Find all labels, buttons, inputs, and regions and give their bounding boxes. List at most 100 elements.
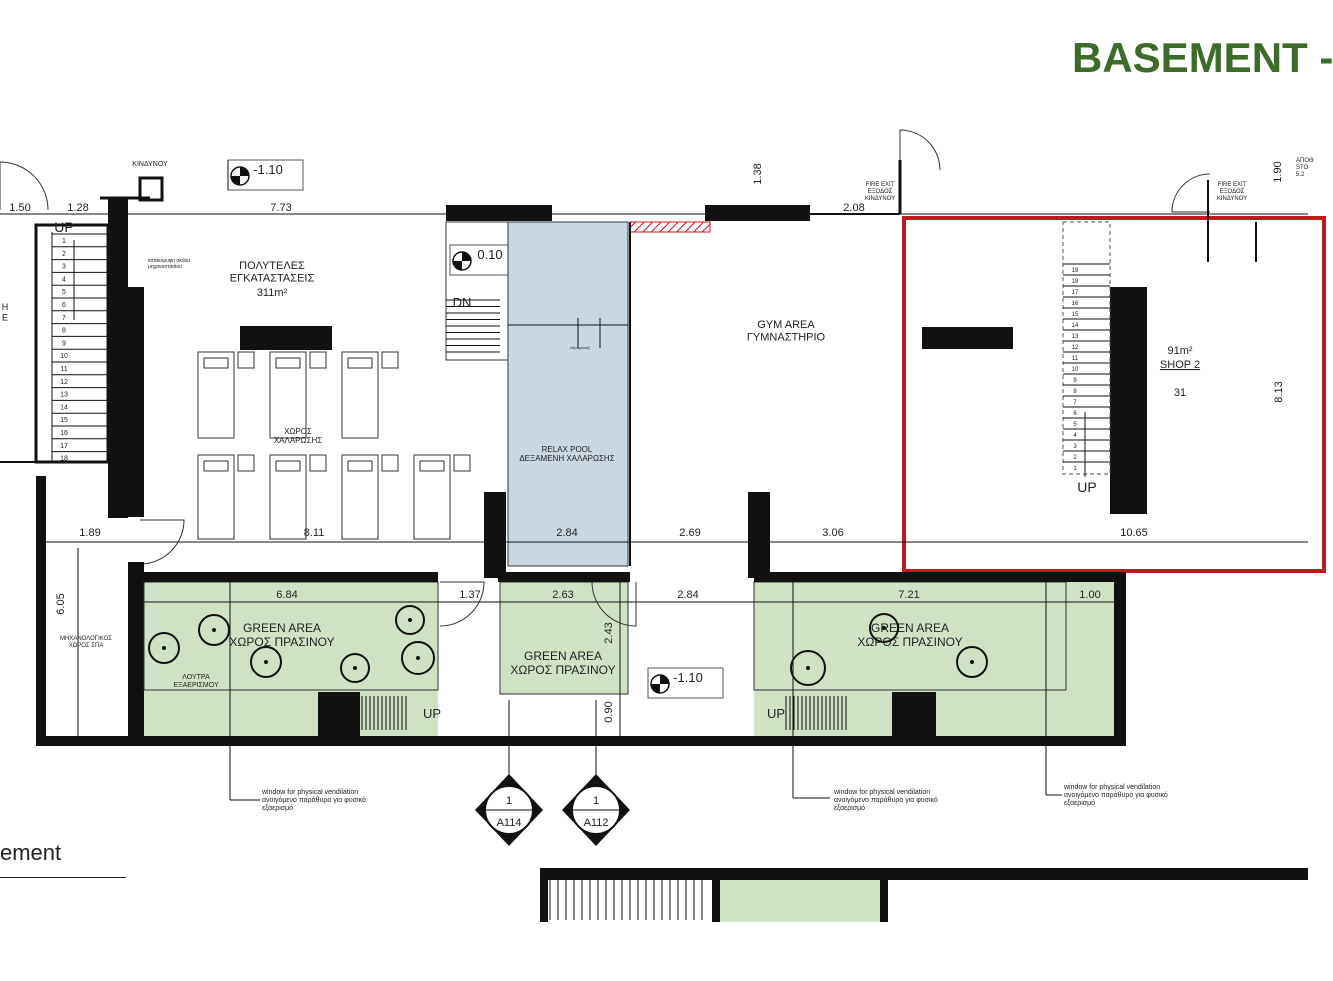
stair-up-label-left: UP [54,219,73,235]
stair-number: 13 [60,392,68,399]
tree-circle [148,632,180,664]
section-ref-1: A114 [497,817,522,829]
bottom-strip-mid [712,880,720,922]
tree-circle [869,613,899,643]
stair-number: 3 [62,264,66,271]
tree-center [212,628,216,632]
level-mark-lower-quadrants [651,675,669,693]
side-table [381,351,399,369]
pool-note: υδρομασάζ [570,345,590,350]
level-mark-stair-value: 0.10 [477,247,502,262]
room-luxury-area: 311m² [257,287,288,299]
shop2-wall [1110,287,1147,514]
caption-underline [0,877,126,878]
tree-center [416,656,420,660]
dim-vertical-1: 1.38 [752,163,764,184]
green-up-1: UP [423,706,441,721]
dim-middle-1: 1.89 [79,527,100,539]
stair-number: 9 [62,340,66,347]
tree-center [408,618,412,622]
stair-number: 13 [1072,334,1079,340]
stair-number: 1 [62,238,66,245]
green-up-3: UP [767,706,785,721]
mechanical-wall [128,562,144,746]
tree-center [264,660,268,664]
stair-number: 7 [1073,400,1077,406]
stair-number: 5 [1073,422,1077,428]
tree-circle [250,646,282,678]
stair-number: 17 [60,443,68,450]
dim-middle-5: 3.06 [822,527,843,539]
dim-top-4: 2.08 [843,202,864,214]
tree-circle [340,653,370,683]
wall-corner [138,176,164,202]
level-mark-top-quadrants [231,167,249,185]
stair-number: 6 [62,302,66,309]
wall-top-gym [705,205,810,221]
stair-number: 16 [1072,301,1079,307]
door-middle-left [139,519,185,565]
tree-circle [401,641,435,675]
shop2-name: SHOP 2 [1160,359,1200,371]
stair-number: 10 [60,353,68,360]
dim-middle-4: 2.69 [679,527,700,539]
level-mark-stair-quadrants [453,252,471,270]
door-lower-1 [439,581,485,627]
stair-number: 4 [1073,433,1077,439]
luxury-counter [240,326,332,350]
stair-number: 2 [62,251,66,258]
shop2-stair [1062,221,1111,475]
stair-number: 15 [60,417,68,424]
stair-number: 11 [1072,356,1079,362]
dim-lower-1: 6.84 [276,589,297,601]
tree-center [882,626,886,630]
door-fire-exit-1 [899,129,941,171]
side-table [309,351,327,369]
green-block-1 [318,692,360,736]
tree-center [162,646,166,650]
tree-circle [956,646,988,678]
section-number-2: 1 [593,795,599,807]
dim-lower-6: 1.00 [1079,589,1100,601]
green-top-wall-2 [498,572,630,582]
stair-number: 8 [62,328,66,335]
green-top-wall-1 [144,572,438,582]
shop2-number: 31 [1174,387,1186,399]
stair-number: 14 [60,404,68,411]
dim-lower-3: 2.63 [552,589,573,601]
stair-number: 16 [60,430,68,437]
door-lower-2 [591,581,637,627]
door-fire-exit-2 [1171,173,1211,213]
level-mark-top-value: -1.10 [253,162,283,177]
stair-number: 5 [62,289,66,296]
section-ref-2: A112 [584,817,609,829]
lounger-pillow [203,460,229,472]
dim-lower-4: 2.84 [677,589,698,601]
side-table [237,454,255,472]
side-table [237,351,255,369]
stair-number: 6 [1073,411,1077,417]
level-mark-lower-value: -1.10 [673,670,703,685]
pool-wall-left [484,492,506,578]
plan-caption: ement [0,840,62,865]
stair-number: 11 [60,366,67,373]
stair-number: 2 [1073,455,1077,461]
dim-mechanical-vertical: 6.05 [55,593,67,614]
stair-number: 18 [1072,279,1079,285]
dim-lower-5: 7.21 [898,589,919,601]
relax-pool [507,221,629,567]
tree-circle [790,650,826,686]
bottom-green [720,880,880,922]
shop2-outline [902,216,1326,573]
stair-number: 19 [1072,268,1079,274]
gym-wall-pillar [748,492,770,578]
tree-center [353,666,357,670]
